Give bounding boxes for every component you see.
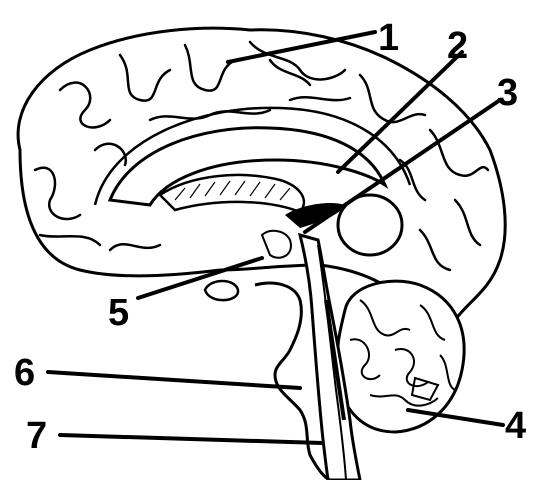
label-2: 2 — [447, 25, 468, 67]
cingulate-line — [93, 106, 412, 206]
cerebellum — [335, 279, 466, 434]
fornix-hatching — [174, 180, 291, 201]
leader-5 — [136, 256, 264, 300]
thalamus — [336, 193, 404, 257]
leader-3 — [303, 98, 502, 234]
label-3: 3 — [497, 72, 518, 114]
leader-lines — [46, 30, 505, 445]
pineal-region — [285, 203, 345, 228]
leader-1 — [226, 30, 377, 64]
hypothalamus-detail — [260, 229, 292, 259]
label-4: 4 — [505, 405, 526, 447]
label-1: 1 — [378, 17, 399, 59]
pharynx-outline — [254, 281, 331, 480]
leader-7 — [58, 433, 324, 445]
leader-4 — [406, 408, 505, 427]
label-7: 7 — [26, 415, 47, 457]
cortex-folds — [33, 40, 490, 272]
label-5: 5 — [108, 292, 129, 334]
brainstem-shading — [324, 299, 346, 421]
pituitary — [203, 279, 240, 302]
leader-6 — [46, 370, 302, 390]
leader-2 — [336, 50, 464, 174]
label-6: 6 — [14, 352, 35, 394]
brainstem-inner — [317, 244, 347, 480]
fornix — [158, 173, 306, 214]
cerebellum-folia — [349, 299, 456, 407]
